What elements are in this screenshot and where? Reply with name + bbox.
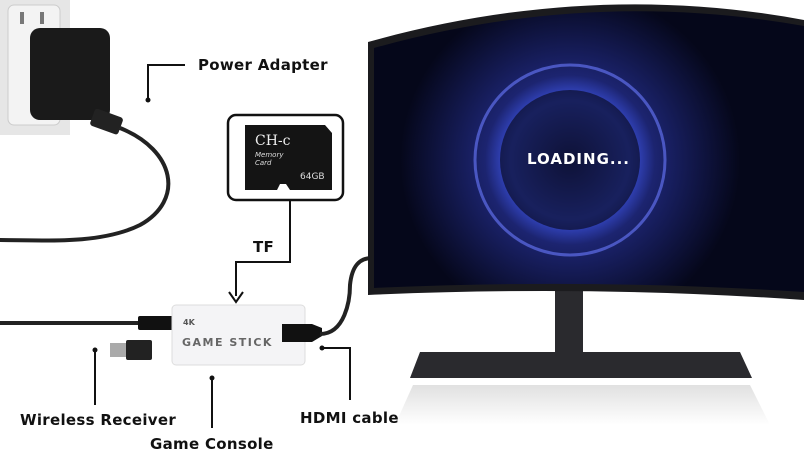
loading-text: LOADING... <box>527 150 630 168</box>
power-cable <box>0 126 171 243</box>
tf-card-icon <box>226 113 345 202</box>
monitor-icon <box>368 4 804 425</box>
sd-card-brand: CH-c <box>255 133 291 149</box>
power-adapter-label: Power Adapter <box>198 56 328 74</box>
wireless-receiver-label: Wireless Receiver <box>20 411 177 429</box>
game-console-label: Game Console <box>150 435 274 453</box>
hdmi-plug-icon <box>282 324 322 342</box>
tf-arrow <box>235 200 291 296</box>
sd-card-capacity: 64GB <box>300 172 325 182</box>
tf-label: TF <box>253 238 275 256</box>
hdmi-cable-label: HDMI cable <box>300 409 399 427</box>
sd-card-type: Memory Card <box>255 151 284 167</box>
wireless-receiver-icon <box>126 340 152 360</box>
game-stick-name: GAME STICK <box>182 336 273 349</box>
game-stick-resolution: 4K <box>183 318 195 327</box>
power-adapter-icon <box>30 28 123 135</box>
hdmi-cable <box>319 256 373 336</box>
